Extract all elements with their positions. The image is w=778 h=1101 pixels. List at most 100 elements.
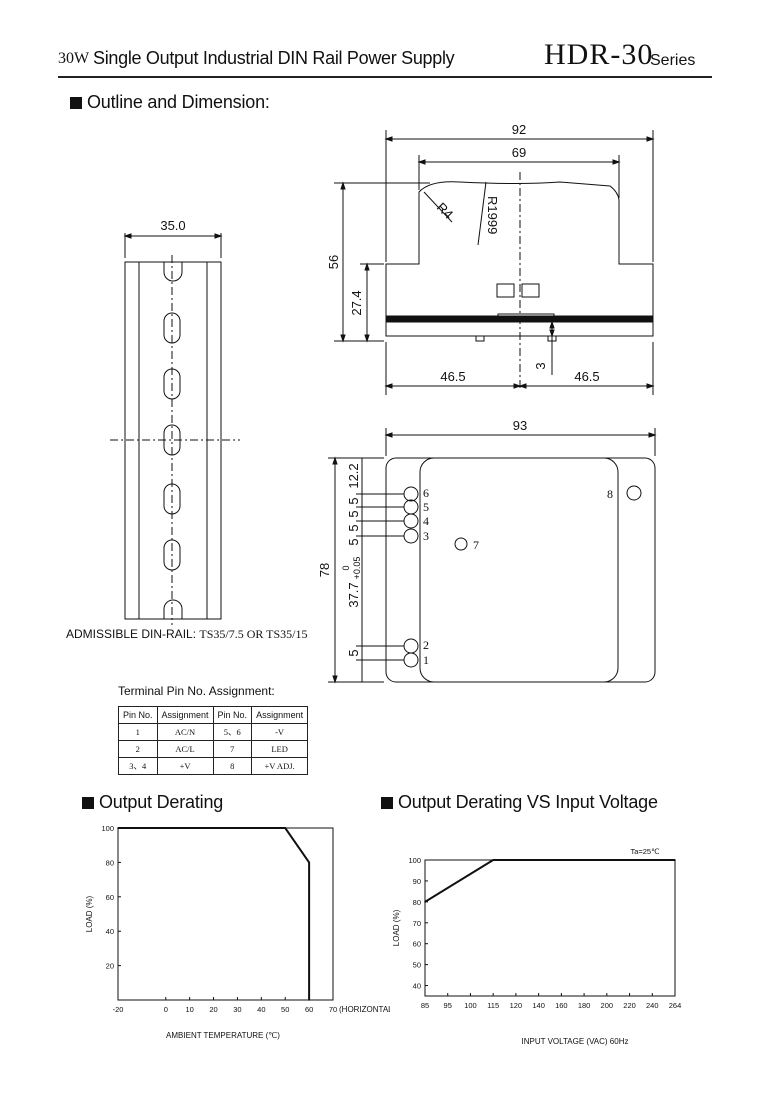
side-view — [334, 130, 655, 395]
y-tick-label: 70 — [413, 919, 421, 928]
dim-rail-width: 35.0 — [160, 218, 185, 233]
x-axis-suffix: (HORIZONTAL) — [339, 1005, 390, 1014]
pin-label-6: 6 — [423, 486, 429, 500]
table-cell: 5、6 — [212, 723, 253, 741]
x-tick-label: 100 — [464, 1001, 477, 1010]
square-bullet-icon — [82, 796, 94, 809]
square-bullet-icon — [381, 796, 393, 809]
dim-pitch-b: 5 — [346, 510, 361, 517]
dim-pitch-top: 12.2 — [346, 463, 361, 488]
x-tick-label: 140 — [532, 1001, 545, 1010]
table-cell: 3、4 — [118, 757, 158, 775]
y-tick-label: 40 — [413, 982, 421, 991]
x-tick-label: 40 — [257, 1005, 265, 1014]
x-tick-label: 240 — [646, 1001, 659, 1010]
dim-mid-tol-upper: 0 — [341, 565, 351, 570]
dim-radius-small: R4 — [434, 200, 456, 222]
table-cell: +V ADJ. — [251, 757, 309, 775]
y-tick-label: 100 — [101, 824, 114, 833]
derating-curve — [424, 859, 675, 903]
dim-pitch-d: 5 — [346, 538, 361, 545]
table-cell: 7 — [212, 740, 253, 758]
x-tick-label: 120 — [510, 1001, 523, 1010]
data-point — [674, 859, 676, 861]
dim-half-left: 46.5 — [440, 369, 465, 384]
section-derating-title: Output Derating — [99, 792, 224, 812]
data-point — [424, 901, 426, 903]
table-cell: +V — [156, 757, 214, 775]
data-point — [492, 859, 494, 861]
table-row: 2 AC/L 7 LED — [118, 740, 309, 758]
din-rail-value: TS35/7.5 OR TS35/15 — [199, 627, 308, 641]
table-cell: 8 — [212, 757, 253, 775]
dim-width-inner: 69 — [512, 145, 526, 160]
dim-width-total: 92 — [512, 122, 526, 137]
y-axis-label: LOAD (%) — [392, 909, 401, 946]
dim-half-right: 46.5 — [574, 369, 599, 384]
y-tick-label: 80 — [413, 898, 421, 907]
data-point — [308, 999, 310, 1001]
table-header-row: Pin No. Assignment Pin No. Assignment — [118, 706, 309, 724]
dim-side-height: 78 — [317, 563, 332, 577]
y-axis-label: LOAD (%) — [85, 895, 94, 932]
x-tick-label: 20 — [209, 1005, 217, 1014]
dim-clip-depth: 3 — [533, 362, 548, 369]
plot-frame — [424, 859, 676, 997]
square-bullet-icon — [70, 96, 82, 109]
section-derating-vs-input-title: Output Derating VS Input Voltage — [398, 792, 658, 812]
pin-label-8: 8 — [607, 487, 613, 501]
pin-assignment-table: Pin No. Assignment Pin No. Assignment 1 … — [118, 706, 309, 775]
series-label: Series — [650, 52, 696, 69]
pin-table-title: Terminal Pin No. Assignment: — [118, 684, 275, 698]
plot-frame — [117, 827, 334, 1001]
dim-radius-large: R1999 — [485, 196, 500, 234]
table-header: Pin No. — [212, 706, 253, 724]
y-tick-label: 60 — [413, 940, 421, 949]
din-rail-note: ADMISSIBLE DIN-RAIL: TS35/7.5 OR TS35/15 — [66, 627, 308, 642]
x-tick-label: 180 — [578, 1001, 591, 1010]
x-tick-label: 200 — [601, 1001, 614, 1010]
x-tick-label: 50 — [281, 1005, 289, 1014]
y-tick-label: 100 — [408, 856, 421, 865]
din-rail-label: ADMISSIBLE DIN-RAIL: — [66, 627, 197, 641]
section-derating-vs-input: Output Derating VS Input Voltage — [381, 792, 658, 813]
pin-label-4: 4 — [423, 514, 429, 528]
dim-pitch-bottom: 5 — [346, 649, 361, 656]
outline-drawing: 35.0 92 69 R4 R1999 56 27.4 46.5 46.5 3 … — [110, 122, 657, 684]
x-tick-label: 10 — [185, 1005, 193, 1014]
pin-label-7: 7 — [473, 538, 479, 552]
table-header: Pin No. — [118, 706, 158, 724]
table-cell: AC/L — [156, 740, 214, 758]
dim-mid-span: 37.7 — [346, 582, 361, 607]
table-cell: 1 — [118, 723, 158, 741]
data-point — [284, 827, 287, 829]
dim-mid-tol-lower: +0.05 — [352, 557, 362, 580]
y-tick-label: 90 — [413, 877, 421, 886]
y-tick-label: 60 — [106, 893, 114, 902]
table-cell: -V — [251, 723, 309, 741]
x-tick-label: 95 — [444, 1001, 452, 1010]
pin-label-5: 5 — [423, 500, 429, 514]
x-tick-label: 115 — [487, 1001, 499, 1010]
table-header: Assignment — [251, 706, 309, 724]
pin-label-1: 1 — [423, 653, 429, 667]
x-tick-label: 30 — [233, 1005, 241, 1014]
chart-annotation: Ta=25℃ — [630, 847, 660, 856]
x-tick-label: 60 — [305, 1005, 313, 1014]
section-outline: Outline and Dimension: — [70, 92, 270, 113]
x-tick-label: 70 — [329, 1005, 337, 1014]
pin-label-3: 3 — [423, 529, 429, 543]
x-tick-label: 160 — [555, 1001, 568, 1010]
dim-top-width: 93 — [513, 418, 527, 433]
x-tick-label: 220 — [623, 1001, 636, 1010]
section-derating: Output Derating — [82, 792, 223, 813]
x-axis-label: INPUT VOLTAGE (VAC) 60Hz — [522, 1037, 629, 1046]
table-row: 3、4 +V 8 +V ADJ. — [118, 757, 309, 775]
dim-pitch-a: 5 — [346, 497, 361, 504]
din-rail-view — [110, 233, 240, 625]
dim-pitch-c: 5 — [346, 524, 361, 531]
top-view — [328, 428, 657, 684]
data-point — [117, 827, 119, 829]
